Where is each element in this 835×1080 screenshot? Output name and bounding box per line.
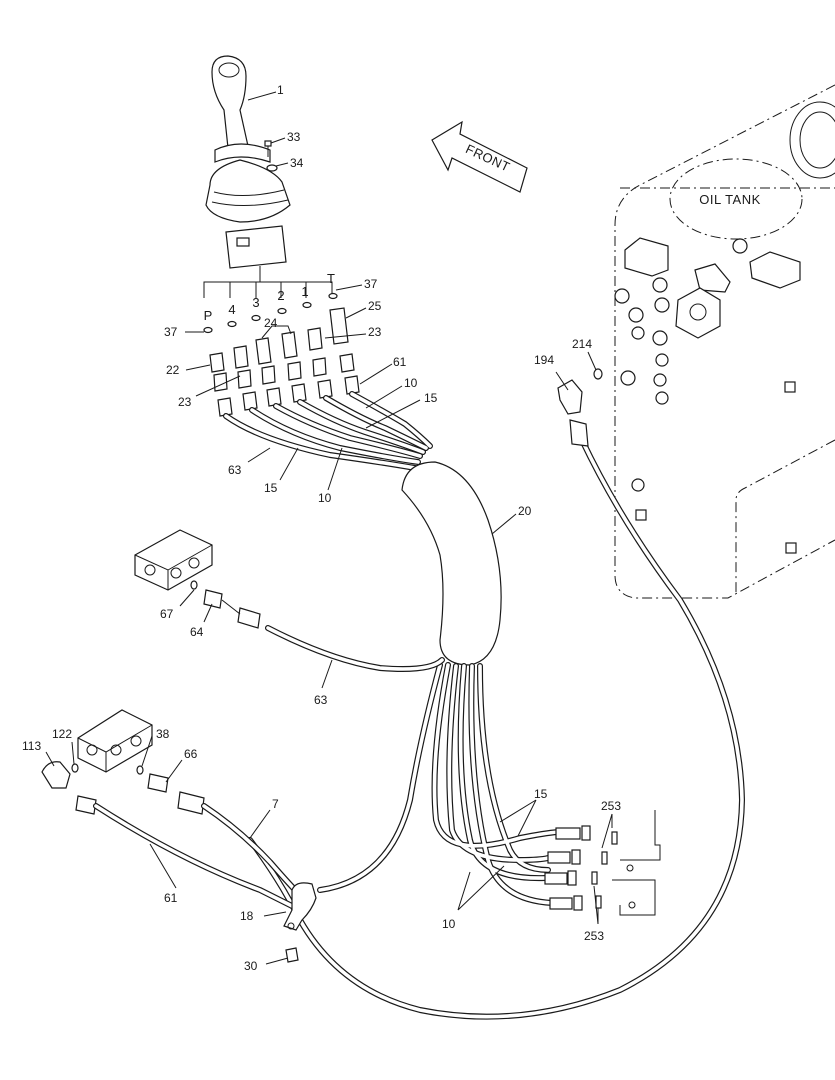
port-p: P — [204, 308, 213, 323]
callout-122: 122 — [52, 727, 72, 741]
port-t: T — [327, 271, 335, 286]
callout-23-left: 23 — [178, 395, 192, 409]
protective-sleeve — [401, 461, 502, 666]
callout-30: 30 — [244, 959, 258, 973]
oil-tank-label: OIL TANK — [699, 192, 761, 207]
port-2: 2 — [277, 288, 284, 303]
callout-214: 214 — [572, 337, 592, 351]
callout-253-lower: 253 — [584, 929, 604, 943]
callout-194: 194 — [534, 353, 554, 367]
port-labels: P 4 3 2 1 T — [204, 271, 335, 323]
callout-18: 18 — [240, 909, 254, 923]
callout-38: 38 — [156, 727, 170, 741]
callout-253-upper: 253 — [601, 799, 621, 813]
pilot-hoses-upper — [223, 391, 433, 471]
callout-10-upper: 10 — [404, 376, 418, 390]
callout-15-mid: 15 — [264, 481, 278, 495]
callout-61-lower: 61 — [164, 891, 178, 905]
callout-64: 64 — [190, 625, 204, 639]
adapters — [209, 307, 349, 373]
callout-1: 1 — [277, 83, 284, 97]
callout-leaders — [45, 91, 613, 965]
joystick-hose-fittings — [213, 353, 360, 417]
joystick-lever — [205, 55, 291, 269]
callout-34: 34 — [290, 156, 304, 170]
o-rings-37 — [203, 292, 338, 334]
callout-63-upper: 63 — [228, 463, 242, 477]
return-hose-194 — [247, 368, 746, 1020]
port-4: 4 — [228, 302, 235, 317]
callout-67: 67 — [160, 607, 174, 621]
callout-61-upper: 61 — [393, 355, 407, 369]
callout-7: 7 — [272, 797, 279, 811]
callout-25: 25 — [368, 299, 382, 313]
valve-block-lower — [41, 709, 303, 913]
callout-66: 66 — [184, 747, 198, 761]
callout-22: 22 — [166, 363, 180, 377]
pilot-hoses-lower — [317, 662, 561, 906]
callout-33: 33 — [287, 130, 301, 144]
callout-24: 24 — [264, 316, 278, 330]
front-arrow: FRONT — [431, 120, 528, 193]
callout-37-right: 37 — [364, 277, 378, 291]
callout-15-lower: 15 — [534, 787, 548, 801]
callout-numbers: 1 33 34 37 25 24 23 37 22 23 61 10 15 63… — [22, 83, 621, 973]
hose-63 — [265, 625, 445, 672]
oil-tank-label-ellipse — [669, 158, 803, 240]
valve-block-upper — [134, 529, 261, 629]
callout-113: 113 — [22, 739, 41, 753]
callout-63-lower: 63 — [314, 693, 328, 707]
hose-end-fittings-lower — [544, 810, 661, 916]
callout-23-right: 23 — [368, 325, 382, 339]
callout-15-upper: 15 — [424, 391, 438, 405]
callout-10-mid: 10 — [318, 491, 332, 505]
callout-10-lower: 10 — [442, 917, 456, 931]
callout-20: 20 — [518, 504, 532, 518]
port-3: 3 — [252, 295, 259, 310]
oil-tank: OIL TANK — [614, 84, 835, 599]
callout-37-left: 37 — [164, 325, 178, 339]
port-1: 1 — [301, 284, 308, 299]
